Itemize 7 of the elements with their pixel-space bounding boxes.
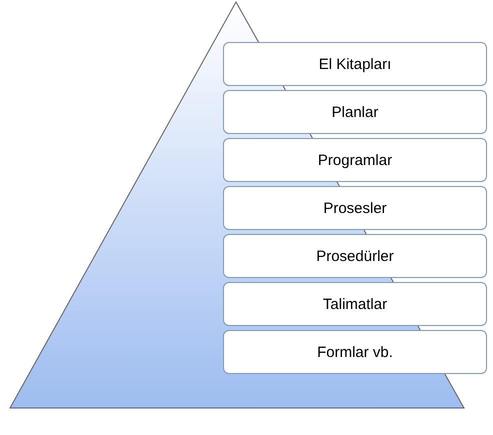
- level-box: Talimatlar: [223, 282, 487, 326]
- level-box: El Kitapları: [223, 42, 487, 86]
- level-box: Planlar: [223, 90, 487, 134]
- level-box: Prosedürler: [223, 234, 487, 278]
- level-box: Formlar vb.: [223, 330, 487, 374]
- level-box: Prosesler: [223, 186, 487, 230]
- level-box: Programlar: [223, 138, 487, 182]
